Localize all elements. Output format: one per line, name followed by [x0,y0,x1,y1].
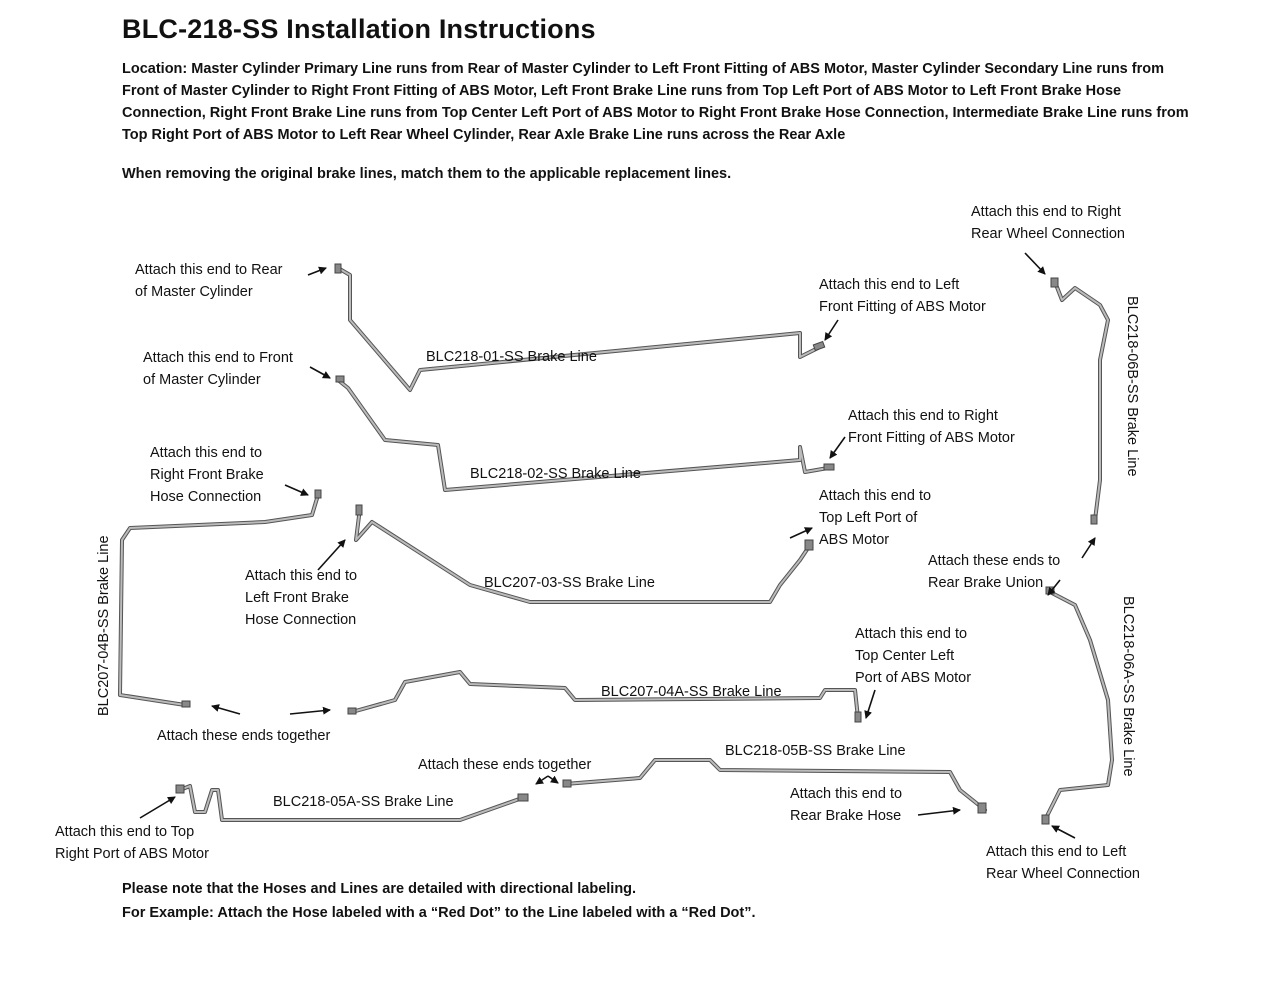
part-label-02: BLC218-02-SS Brake Line [470,466,641,482]
label-rear-union-line1: Attach these ends to [928,553,1061,569]
label-right-rear-wheel-line1: Attach this end to Right [971,204,1121,220]
brake-line-03 [354,506,812,604]
location-description: Location: Master Cylinder Primary Line r… [122,61,1189,143]
label-left-front-abs-line1: Attach this end to Left [819,277,960,293]
label-rear-master-line1: Attach this end to Rear [135,262,283,278]
label-rear-brake-hose-line2: Rear Brake Hose [790,808,902,824]
label-front-master-line1: Attach this end to Front [143,350,293,366]
label-right-front-hose-line1: Attach this end to [150,445,263,461]
label-top-left-port-line3: ABS Motor [819,532,890,548]
label-top-right-port-line1: Attach this end to Top [55,824,195,840]
brake-line-05b [563,758,987,812]
label-top-center-left-line2: Top Center Left [855,648,955,664]
brake-line-04b [118,493,320,707]
brake-line-06a [1043,590,1114,822]
brake-line-01 [336,266,820,392]
part-label-03: BLC207-03-SS Brake Line [484,575,655,591]
label-top-right-port-line2: Right Port of ABS Motor [55,846,209,862]
matching-instruction: When removing the original brake lines, … [122,166,732,182]
note-directional-labeling: Please note that the Hoses and Lines are… [122,881,637,897]
part-label-06a: BLC218-06A-SS Brake Line [1120,596,1136,777]
page-title: BLC-218-SS Installation Instructions [122,14,596,44]
note-red-dot-example: For Example: Attach the Hose labeled wit… [122,905,756,921]
label-right-front-hose-line3: Hose Connection [150,489,262,505]
part-label-01: BLC218-01-SS Brake Line [426,349,597,365]
label-left-front-hose-line2: Left Front Brake [245,590,349,606]
part-label-06b: BLC218-06B-SS Brake Line [1124,296,1140,477]
label-rear-master-line2: of Master Cylinder [135,284,253,300]
brake-line-06b [1053,280,1110,522]
label-left-rear-wheel-line2: Rear Wheel Connection [986,866,1140,882]
brake-line-04a [350,670,860,720]
label-rear-union-line2: Rear Brake Union [928,575,1044,591]
brake-line-05a [178,784,527,822]
label-right-front-abs-line2: Front Fitting of ABS Motor [848,430,1015,446]
label-left-front-hose-line3: Hose Connection [245,612,357,628]
label-right-front-abs-line1: Attach this end to Right [848,408,998,424]
part-label-05a: BLC218-05A-SS Brake Line [273,794,454,810]
label-left-front-hose-line1: Attach this end to [245,568,358,584]
part-label-05b: BLC218-05B-SS Brake Line [725,743,906,759]
label-ends-together-05: Attach these ends together [418,757,592,773]
label-left-front-abs-line2: Front Fitting of ABS Motor [819,299,986,315]
label-right-rear-wheel-line2: Rear Wheel Connection [971,226,1125,242]
label-top-center-left-line1: Attach this end to [855,626,968,642]
label-top-left-port-line2: Top Left Port of [819,510,918,526]
label-top-center-left-line3: Port of ABS Motor [855,670,972,686]
label-front-master-line2: of Master Cylinder [143,372,261,388]
label-right-front-hose-line2: Right Front Brake [150,467,264,483]
label-rear-brake-hose-line1: Attach this end to [790,786,903,802]
label-left-rear-wheel-line1: Attach this end to Left [986,844,1127,860]
label-ends-together-04: Attach these ends together [157,728,331,744]
brake-line-02 [336,378,830,492]
part-label-04b: BLC207-04B-SS Brake Line [96,535,112,716]
part-label-04a: BLC207-04A-SS Brake Line [601,684,782,700]
label-top-left-port-line1: Attach this end to [819,488,932,504]
